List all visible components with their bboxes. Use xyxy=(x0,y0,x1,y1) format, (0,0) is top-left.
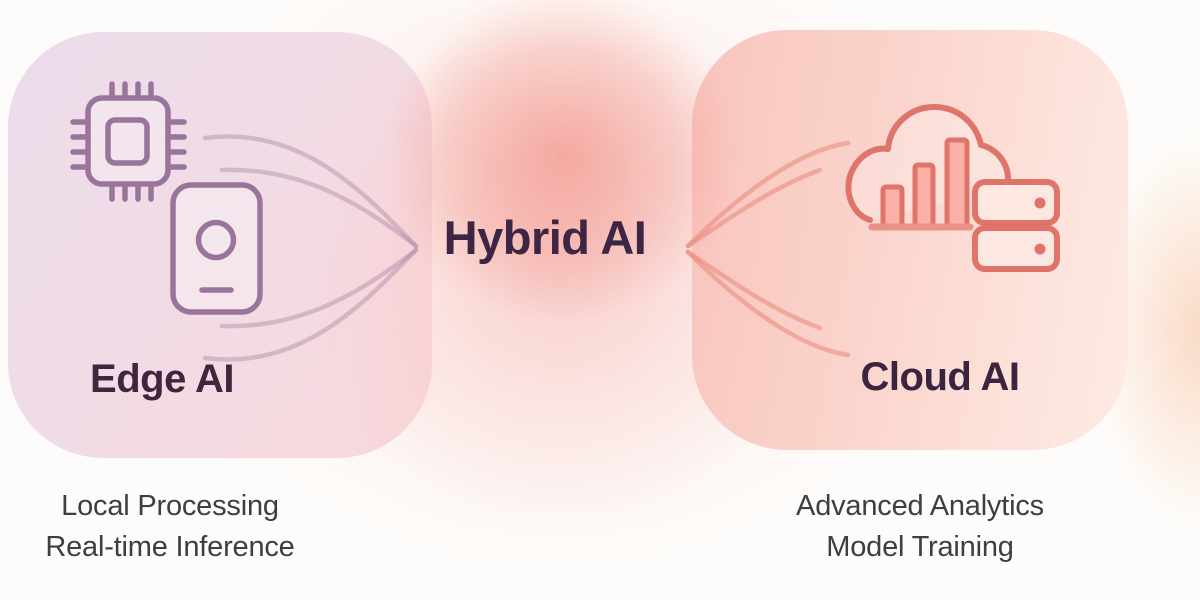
cloud-flow-lines xyxy=(685,140,851,358)
edge-ai-panel xyxy=(8,32,432,458)
edge-ai-features: Local Processing Real-time Inference xyxy=(5,486,335,568)
smartphone-icon xyxy=(170,182,263,315)
chip-icon xyxy=(70,81,187,202)
edge-feature-realtime-inference: Real-time Inference xyxy=(45,531,295,563)
cloud-ai-title: Cloud AI xyxy=(860,355,1020,399)
edge-ai-title: Edge AI xyxy=(90,357,234,401)
edge-feature-local-processing: Local Processing xyxy=(61,490,279,522)
edge-flow-lines xyxy=(202,134,419,362)
cloud-feature-advanced-analytics: Advanced Analytics xyxy=(796,490,1044,522)
cloud-feature-model-training: Model Training xyxy=(826,531,1014,563)
server-stack-icon xyxy=(972,179,1060,272)
hybrid-ai-title: Hybrid AI xyxy=(443,211,647,264)
cloud-analytics-icons xyxy=(845,104,1060,272)
cloud-ai-features: Advanced Analytics Model Training xyxy=(765,486,1075,568)
